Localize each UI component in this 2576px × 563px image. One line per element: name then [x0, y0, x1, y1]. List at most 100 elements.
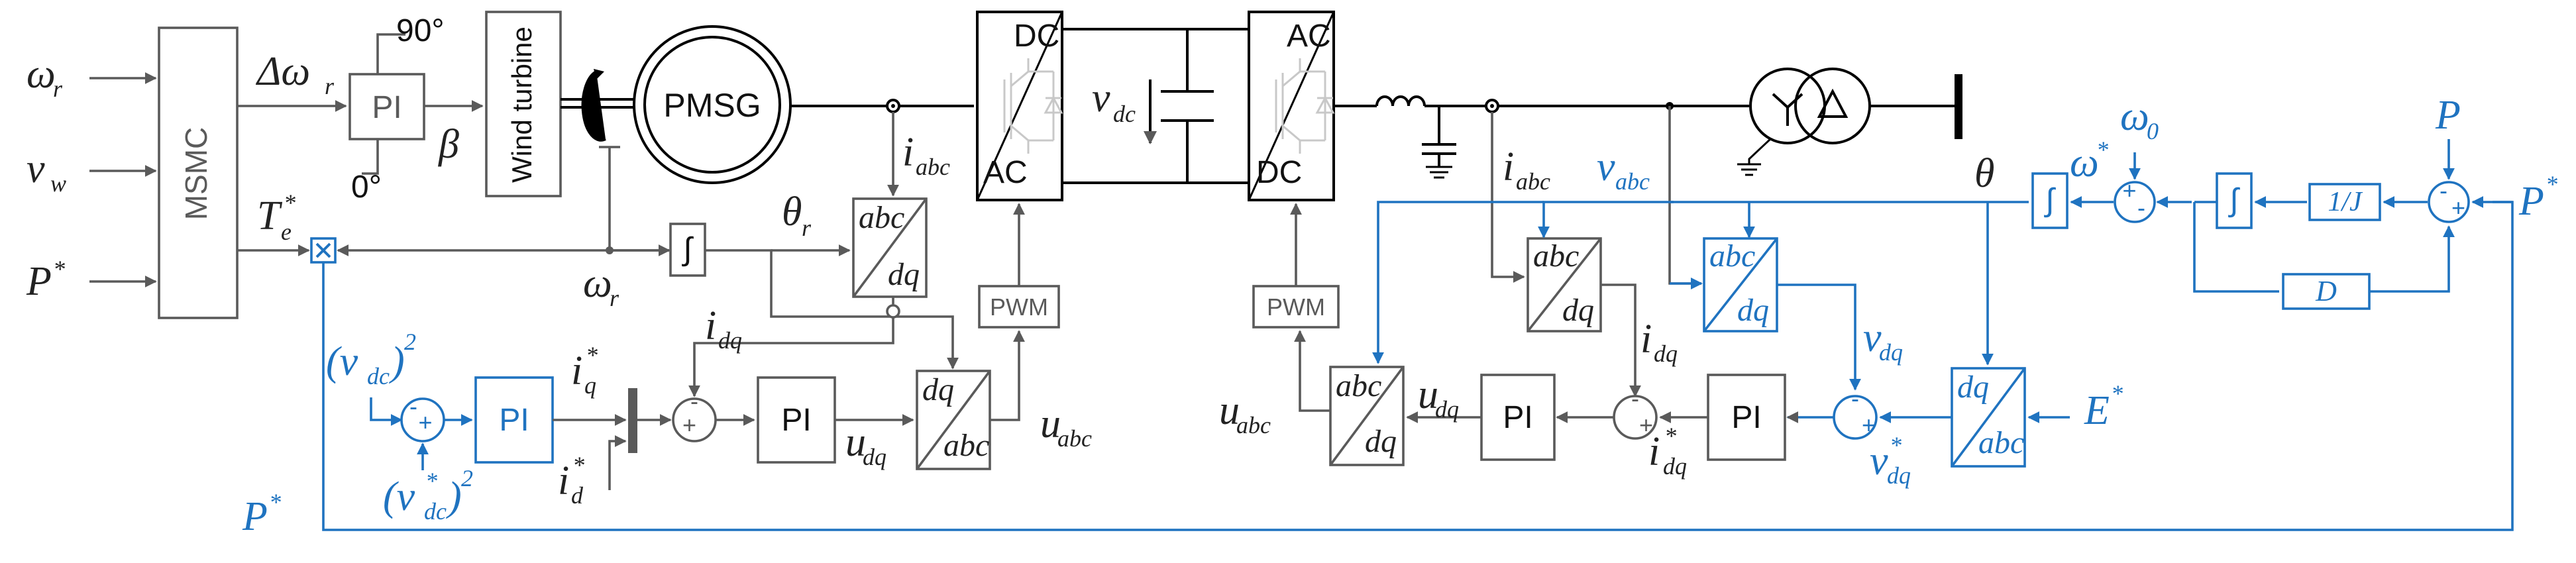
grid-bus: [1955, 74, 1962, 139]
vdc-squared-label: (v: [326, 339, 358, 384]
svg-text:dc: dc: [367, 363, 390, 389]
svg-text:*: *: [2546, 171, 2557, 197]
svg-text:-: -: [690, 387, 698, 415]
svg-text:+: +: [682, 411, 696, 438]
svg-text:d: d: [571, 482, 584, 509]
svg-text:*: *: [586, 342, 598, 368]
svg-text:dq: dq: [863, 444, 886, 470]
msmc-block: [158, 26, 239, 319]
svg-text:PI: PI: [781, 403, 811, 438]
angle-0-label: 0°: [351, 170, 382, 205]
u-dq-label-right: u: [1418, 372, 1438, 417]
svg-text:PWM: PWM: [990, 293, 1048, 321]
delta-omega-label: Δω: [255, 49, 310, 94]
svg-text:dq: dq: [1957, 370, 1989, 405]
theta-label: θ: [1974, 151, 1994, 196]
svg-text:+: +: [2451, 194, 2465, 221]
damping-block: [2282, 273, 2371, 310]
i-abc-label-left: i: [902, 130, 914, 175]
svg-text:P: P: [26, 259, 52, 304]
svg-text:PI: PI: [1731, 400, 1761, 435]
svg-text:DC: DC: [1256, 155, 1302, 190]
input-p-star: P *: [26, 256, 157, 304]
pi-current-grid: [1480, 374, 1556, 461]
svg-text:abc: abc: [859, 200, 904, 235]
svg-text:dq: dq: [1663, 453, 1687, 480]
svg-text:dq: dq: [1654, 340, 1678, 367]
u-abc-label-right: u: [1219, 388, 1240, 433]
p-label: P: [2435, 93, 2461, 138]
svg-text:abc: abc: [1336, 368, 1381, 403]
sum-omega: [2114, 181, 2156, 223]
input-v-w: v w: [27, 146, 157, 197]
svg-text:r: r: [802, 215, 812, 241]
svg-text:abc: abc: [1709, 238, 1755, 274]
svg-text:abc: abc: [943, 428, 989, 463]
svg-text:dq: dq: [888, 257, 920, 292]
svg-text:q: q: [584, 372, 596, 399]
svg-text:): ): [389, 339, 405, 384]
svg-text:0: 0: [2147, 118, 2159, 144]
svg-text:-: -: [1631, 385, 1639, 412]
svg-text:dq: dq: [922, 372, 954, 407]
pwm-left: [978, 285, 1060, 329]
svg-text:dc: dc: [424, 498, 447, 525]
svg-text:abc: abc: [1533, 238, 1579, 274]
svg-text:dq: dq: [1435, 396, 1459, 423]
pmsg-inner: [643, 36, 781, 174]
rotation-icon: [581, 70, 606, 142]
svg-text:e: e: [281, 219, 292, 245]
theta-r-label: θ: [782, 189, 802, 234]
iq-star-label: i: [571, 348, 582, 393]
svg-text:-: -: [2137, 194, 2145, 221]
svg-text:dq: dq: [1737, 293, 1769, 328]
beta-label: β: [438, 122, 459, 167]
svg-text:dq: dq: [1879, 339, 1903, 366]
pitch-pi-block: [349, 73, 425, 140]
pi-current-gen: [757, 376, 836, 464]
svg-text:DC: DC: [1014, 19, 1059, 54]
filter-capacitor: [1422, 106, 1456, 179]
p-star-bottom-label: P: [242, 494, 268, 539]
mux-bar: [628, 388, 637, 453]
svg-text:abc: abc: [1978, 425, 2024, 460]
igbt-switch-right: [1275, 58, 1335, 154]
svg-text:r: r: [325, 73, 335, 99]
e-star-label: E: [2084, 388, 2110, 433]
svg-text:r: r: [53, 76, 63, 102]
svg-text:+: +: [1862, 411, 1876, 438]
svg-text:*: *: [2111, 380, 2123, 407]
svg-text:dq: dq: [718, 327, 742, 354]
integrator-omega: [2216, 172, 2253, 229]
p-star-right-label: P: [2518, 179, 2544, 224]
omega-0-label: ω: [2120, 94, 2149, 139]
svg-text:v: v: [27, 146, 45, 191]
v-dq-label: v: [1863, 315, 1882, 360]
svg-text:abc: abc: [1236, 412, 1271, 438]
v-abc-label: v: [1597, 144, 1615, 189]
svg-text:+: +: [2122, 177, 2136, 204]
vdc-star-squared-label: (v: [383, 474, 415, 519]
svg-text:PI: PI: [1503, 400, 1532, 435]
svg-text:abc: abc: [1057, 425, 1092, 452]
svg-text:D: D: [2315, 275, 2337, 307]
angle-90-label: 90°: [396, 13, 445, 48]
svg-text:*: *: [572, 452, 584, 478]
msmc-label: MSMC: [179, 127, 213, 221]
inv-j-block: [2308, 183, 2381, 221]
omega-star-label: ω: [2070, 140, 2099, 185]
svg-text:-: -: [409, 393, 417, 420]
omega-r-label-bottom: ω: [583, 261, 612, 306]
wind-turbine-label: Wind turbine: [506, 26, 537, 183]
svg-text:*: *: [269, 489, 281, 515]
svg-text:*: *: [2096, 136, 2108, 163]
pi-voltage-grid: [1707, 374, 1786, 461]
svg-text:w: w: [50, 170, 66, 197]
svg-text:abc: abc: [1615, 168, 1650, 195]
svg-text:AC: AC: [983, 155, 1028, 190]
svg-text:abc: abc: [916, 154, 950, 180]
svg-text:ω: ω: [27, 52, 56, 97]
pitch-pi-label: PI: [372, 90, 402, 125]
svg-text:): ): [446, 474, 462, 519]
